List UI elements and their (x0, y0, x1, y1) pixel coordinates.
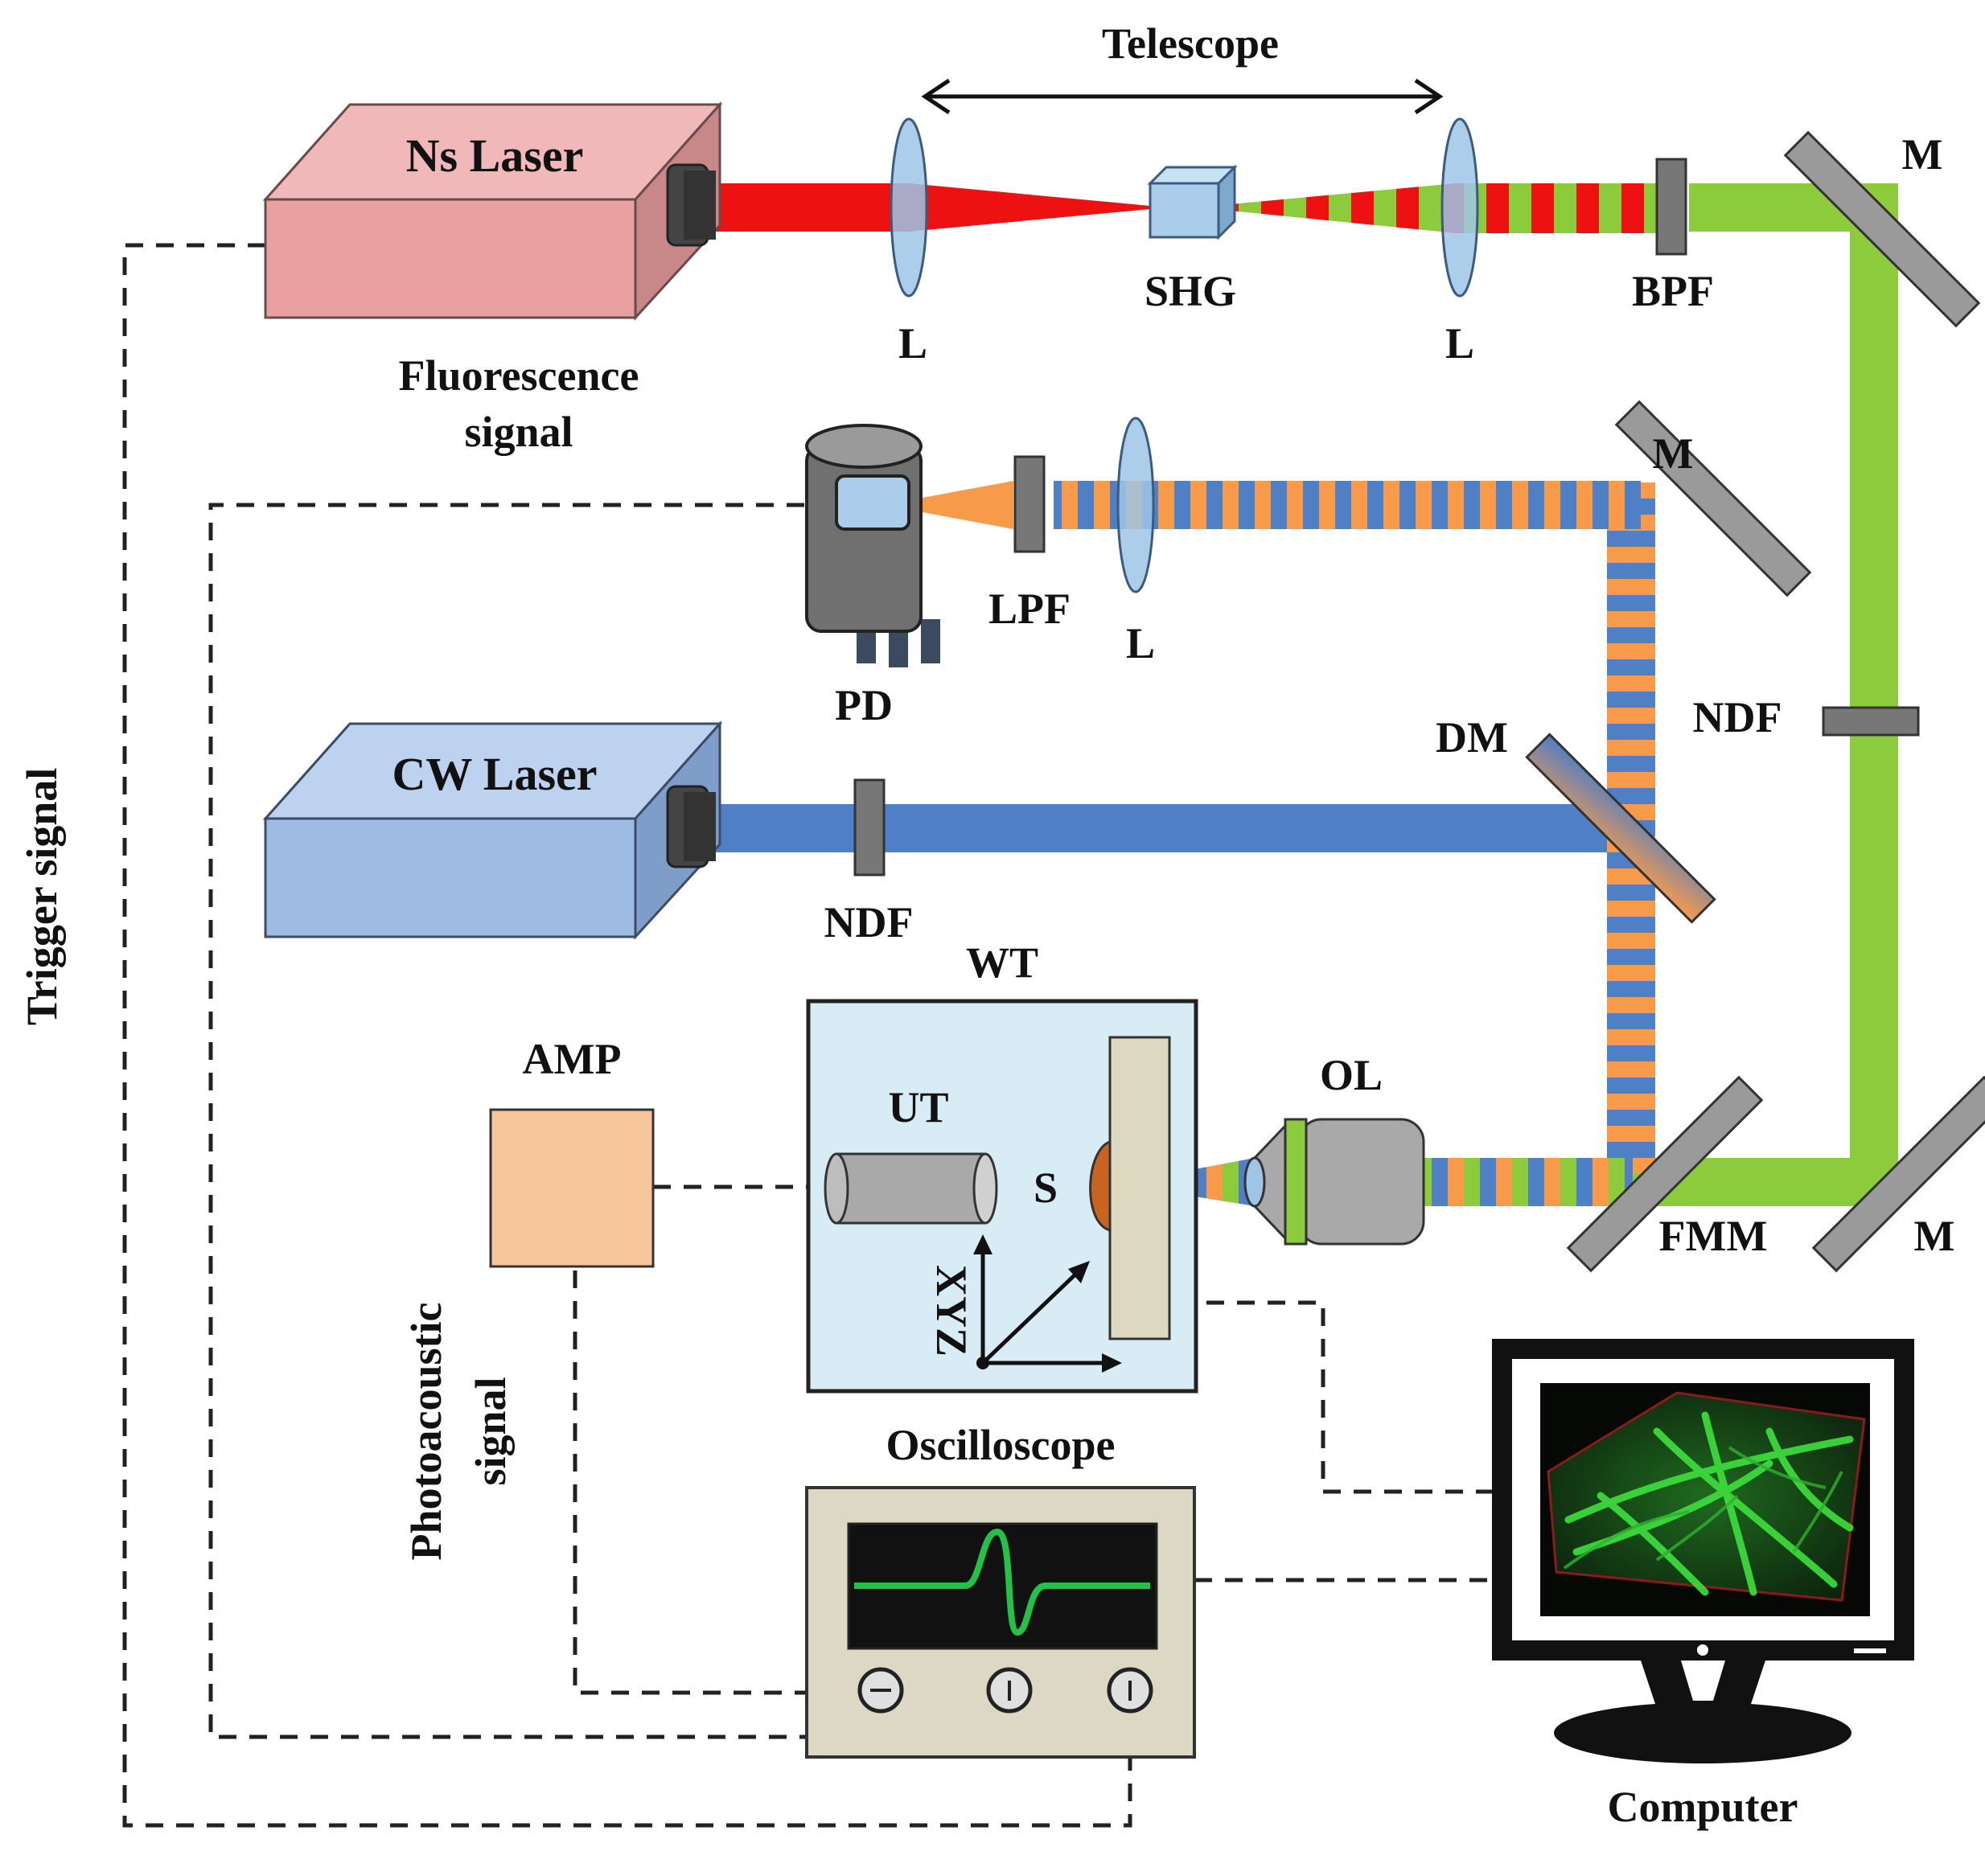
telescope-arrow (921, 78, 1444, 115)
objective-lens (1243, 1118, 1425, 1246)
flip-mirror (1566, 1075, 1764, 1273)
lens-2-label: L (1445, 319, 1474, 367)
green-beam-vertical (1850, 183, 1898, 1180)
amplifier (489, 1108, 655, 1268)
mirror-middle-label: M (1653, 429, 1694, 478)
lens-1 (890, 117, 928, 298)
red-laser-beam (708, 183, 913, 232)
oscilloscope-knob-3[interactable] (1107, 1667, 1153, 1714)
s-label: S (1034, 1164, 1058, 1212)
ultrasonic-transducer (824, 1152, 998, 1225)
amp-label: AMP (523, 1035, 622, 1083)
lens-3 (1116, 417, 1155, 593)
vascular-image (1547, 1391, 1866, 1602)
mirror-bottom-label: M (1914, 1212, 1955, 1260)
oscilloscope (805, 1486, 1196, 1759)
bpf-filter (1655, 158, 1687, 256)
ns-laser (262, 101, 723, 321)
xyz-axes (973, 1234, 1122, 1373)
shg-label: SHG (1145, 267, 1236, 315)
mirror-top (1783, 130, 1981, 328)
ns-laser-label: Ns Laser (406, 129, 584, 182)
mirror-middle (1614, 400, 1812, 597)
ut-label: UT (888, 1083, 948, 1131)
oscilloscope-trace (854, 1528, 1150, 1636)
computer (1492, 1339, 1914, 1763)
sample (1089, 1139, 1112, 1232)
oscilloscope-knob-1[interactable] (857, 1667, 904, 1714)
photodetector (805, 424, 940, 667)
ndf-right-label: NDF (1693, 693, 1782, 741)
dichroic-mirror (1525, 733, 1716, 924)
lens-3-label: L (1126, 619, 1155, 667)
combined-beam-to-ol (1424, 1158, 1633, 1206)
fluorescence-label-line1: Fluorescence (399, 351, 639, 400)
cw-laser-label: CW Laser (392, 748, 597, 800)
lpf-filter (1013, 455, 1046, 553)
red-focused-beam (909, 183, 1150, 232)
lens-1-label: L (898, 319, 927, 367)
xyz-label: XYZ (927, 1265, 976, 1357)
lpf-label: LPF (988, 585, 1071, 633)
trigger-signal-label: Trigger signal (18, 768, 66, 1026)
ndf-cw (853, 778, 886, 876)
ndf-right (1822, 706, 1920, 737)
trigger-signal-line (122, 243, 1132, 1828)
oscilloscope-label: Oscilloscope (886, 1421, 1116, 1469)
wt-label: WT (966, 938, 1038, 987)
photoacoustic-signal-line (573, 1271, 869, 1695)
bpf-label: BPF (1632, 267, 1714, 315)
shg-crystal (1147, 164, 1238, 240)
stage-computer-line (1176, 1300, 1492, 1494)
cw-blue-beam (708, 804, 1641, 852)
cw-laser (262, 720, 723, 940)
oscilloscope-knob-2[interactable] (986, 1667, 1033, 1714)
mirror-bottom (1811, 1075, 1985, 1273)
sample-plate (1108, 1036, 1171, 1340)
fmm-label: FMM (1659, 1212, 1768, 1260)
photoacoustic-label-line2: signal (466, 1377, 515, 1485)
telescope-label: Telescope (1102, 19, 1279, 68)
computer-label: Computer (1608, 1783, 1798, 1831)
ndf-cw-label: NDF (824, 898, 914, 946)
fluorescence-label-line2: signal (464, 408, 573, 456)
fluorescence-focus-beam (897, 481, 1013, 529)
lens-2 (1440, 117, 1479, 298)
dm-label: DM (1436, 713, 1508, 761)
photoacoustic-label-line1: Photoacoustic (402, 1303, 450, 1561)
pd-label: PD (835, 681, 893, 729)
ol-label: OL (1320, 1051, 1383, 1099)
mirror-top-label: M (1902, 130, 1943, 179)
